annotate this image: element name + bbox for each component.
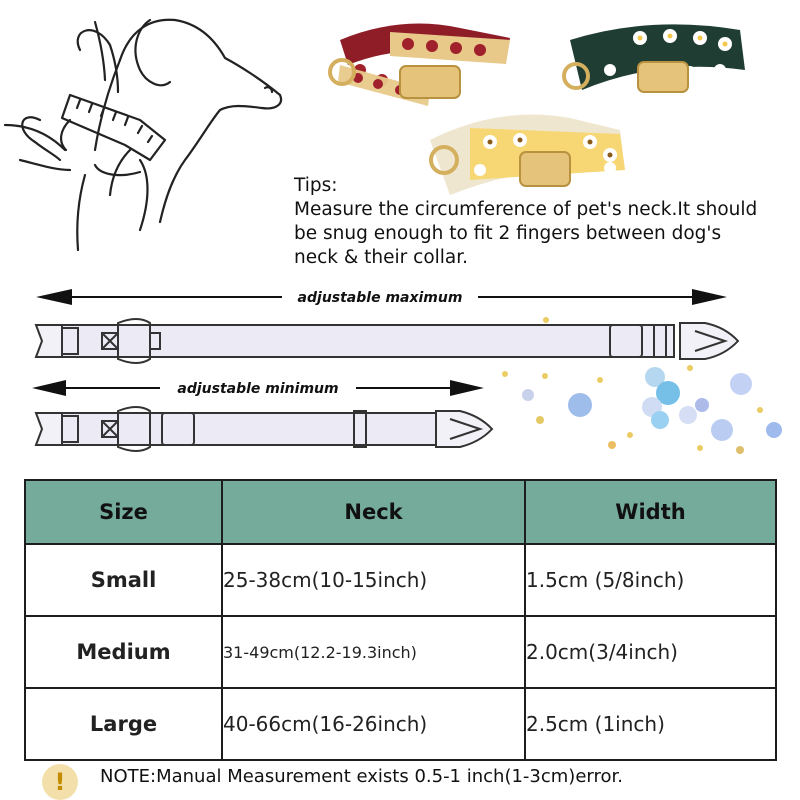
table-row: Medium 31-49cm(12.2-19.3inch) 2.0cm(3/4i… — [24, 615, 777, 689]
neck-cell: 25-38cm(10-15inch) — [221, 543, 526, 617]
size-cell: Medium — [24, 615, 223, 689]
column-header-neck: Neck — [221, 479, 526, 545]
size-cell: Large — [24, 687, 223, 761]
green-daisy-collar — [562, 24, 745, 93]
warning-icon: ! — [42, 764, 78, 800]
width-cell: 1.5cm (5/8inch) — [524, 543, 777, 617]
adjustable-minimum-label: adjustable minimum — [177, 381, 338, 397]
table-row: Small 25-38cm(10-15inch) 1.5cm (5/8inch) — [24, 543, 777, 617]
column-header-width: Width — [524, 479, 777, 545]
width-cell: 2.5cm (1inch) — [524, 687, 777, 761]
neck-cell: 31-49cm(12.2-19.3inch) — [221, 615, 526, 689]
adjustable-maximum-label: adjustable maximum — [298, 290, 463, 306]
tips-heading: Tips: — [294, 175, 338, 196]
tips-text: Tips: Measure the circumference of pet's… — [294, 174, 784, 270]
red-floral-collar — [328, 23, 510, 106]
width-cell: 2.0cm(3/4inch) — [524, 615, 777, 689]
dog-measuring-illustration — [3, 18, 283, 252]
size-table: Size Neck Width Small 25-38cm(10-15inch)… — [24, 479, 777, 761]
collar-product-images — [328, 23, 745, 195]
yellow-daisy-collar — [429, 114, 625, 195]
table-header-row: Size Neck Width — [24, 479, 777, 545]
sparkle-decoration — [502, 317, 782, 454]
collar-adjustment-diagram: adjustable maximum adjustable minimum — [32, 288, 782, 454]
column-header-size: Size — [24, 479, 223, 545]
table-row: Large 40-66cm(16-26inch) 2.5cm (1inch) — [24, 687, 777, 761]
tips-line: be snug enough to fit 2 fingers between … — [294, 223, 722, 244]
note-text: NOTE:Manual Measurement exists 0.5-1 inc… — [100, 766, 623, 787]
size-cell: Small — [24, 543, 223, 617]
tips-line: neck & their collar. — [294, 247, 469, 268]
neck-cell: 40-66cm(16-26inch) — [221, 687, 526, 761]
tips-line: Measure the circumference of pet's neck.… — [294, 199, 758, 220]
